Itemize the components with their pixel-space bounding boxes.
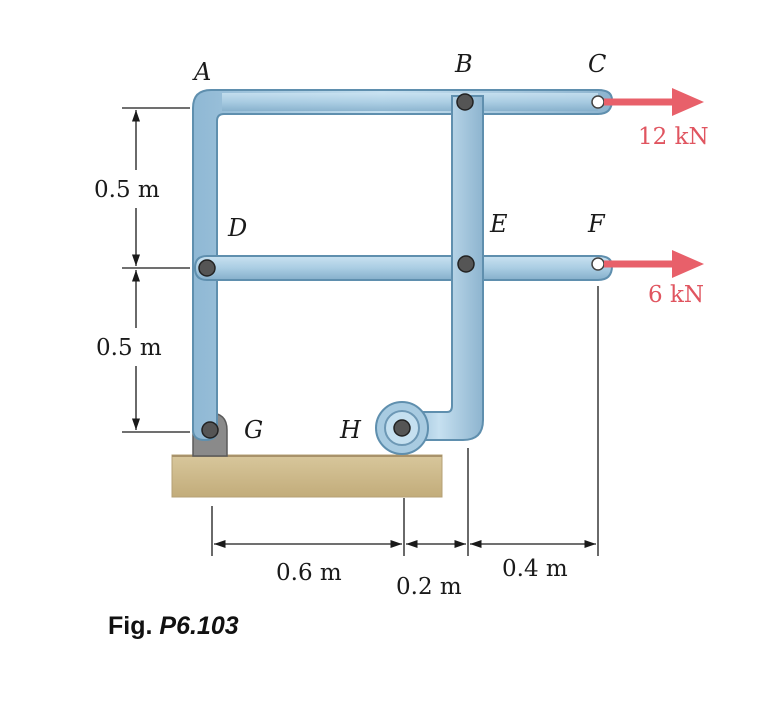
load-label-C: 12 kN <box>638 124 709 150</box>
member-AC-top-shade <box>222 93 598 111</box>
label-D: D <box>227 214 247 242</box>
load-label-F: 6 kN <box>648 282 704 308</box>
label-H: H <box>339 416 362 444</box>
pin-C <box>591 95 605 109</box>
pin-B <box>456 93 474 111</box>
pin-G <box>201 421 219 439</box>
figure-caption: Fig. P6.103 <box>108 612 239 641</box>
member-AC <box>192 89 614 442</box>
pin-E <box>457 255 475 273</box>
pin-H <box>393 419 411 437</box>
pin-F <box>591 257 605 271</box>
ground-base <box>171 454 443 498</box>
label-B: B <box>454 50 473 78</box>
dim-label-lower: 0.5 m <box>96 335 162 361</box>
label-F: F <box>587 210 606 238</box>
label-A: A <box>192 58 211 86</box>
load-arrow-C-head <box>672 88 704 116</box>
label-C: C <box>588 50 606 78</box>
load-arrow-F-head <box>672 250 704 278</box>
dim-label-right-span: 0.4 m <box>502 556 568 582</box>
figure-caption-prefix: Fig. <box>108 612 153 640</box>
dim-label-middle-span: 0.2 m <box>396 574 462 600</box>
dim-label-upper: 0.5 m <box>94 177 160 203</box>
figure-caption-number: P6.103 <box>159 612 239 640</box>
dim-label-left-span: 0.6 m <box>276 560 342 586</box>
label-G: G <box>244 416 263 444</box>
label-E: E <box>489 210 508 238</box>
pin-D <box>198 259 216 277</box>
member-DF <box>193 255 614 281</box>
